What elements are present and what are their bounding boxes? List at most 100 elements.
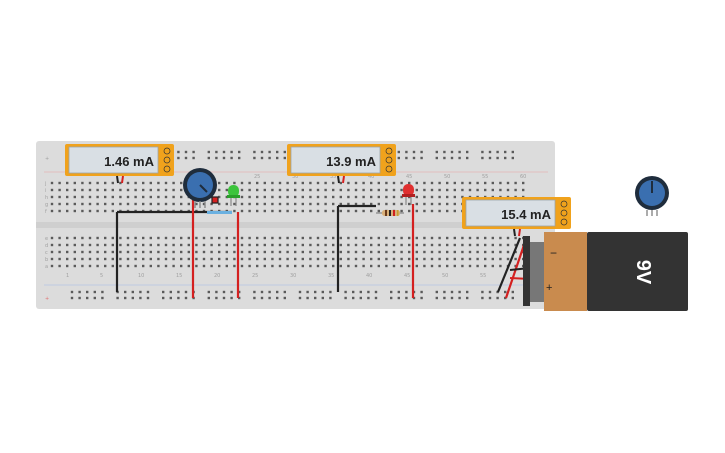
- terminal-hole[interactable]: [499, 188, 502, 192]
- terminal-hole[interactable]: [126, 264, 130, 268]
- rail-hole[interactable]: [496, 290, 499, 294]
- terminal-hole[interactable]: [157, 181, 160, 185]
- terminal-hole[interactable]: [164, 250, 168, 254]
- terminal-hole[interactable]: [271, 195, 274, 199]
- terminal-hole[interactable]: [218, 195, 221, 199]
- terminal-hole[interactable]: [104, 188, 107, 192]
- terminal-hole[interactable]: [157, 250, 160, 254]
- rail-hole[interactable]: [374, 296, 378, 300]
- terminal-hole[interactable]: [446, 243, 449, 247]
- rail-hole[interactable]: [169, 296, 172, 300]
- terminal-hole[interactable]: [370, 250, 373, 254]
- rail-hole[interactable]: [268, 290, 271, 294]
- terminal-hole[interactable]: [263, 257, 266, 261]
- rail-hole[interactable]: [511, 150, 514, 154]
- terminal-hole[interactable]: [180, 188, 183, 192]
- terminal-hole[interactable]: [88, 188, 92, 192]
- terminal-hole[interactable]: [476, 181, 479, 185]
- terminal-hole[interactable]: [354, 257, 358, 261]
- terminal-hole[interactable]: [104, 257, 107, 261]
- rail-hole[interactable]: [260, 156, 264, 160]
- terminal-hole[interactable]: [461, 243, 464, 247]
- selected-hole-marker[interactable]: [211, 196, 219, 204]
- rail-hole[interactable]: [207, 290, 210, 294]
- terminal-hole[interactable]: [294, 236, 297, 240]
- terminal-hole[interactable]: [453, 188, 456, 192]
- terminal-hole[interactable]: [104, 181, 107, 185]
- terminal-hole[interactable]: [392, 264, 396, 268]
- terminal-hole[interactable]: [172, 188, 175, 192]
- terminal-hole[interactable]: [218, 236, 221, 240]
- terminal-hole[interactable]: [499, 250, 502, 254]
- terminal-hole[interactable]: [263, 250, 266, 254]
- terminal-hole[interactable]: [180, 236, 183, 240]
- terminal-hole[interactable]: [286, 264, 289, 268]
- terminal-hole[interactable]: [484, 250, 487, 254]
- rail-hole[interactable]: [511, 296, 514, 300]
- terminal-hole[interactable]: [301, 209, 304, 213]
- terminal-hole[interactable]: [423, 243, 426, 247]
- terminal-hole[interactable]: [423, 236, 426, 240]
- terminal-hole[interactable]: [58, 181, 61, 185]
- rail-hole[interactable]: [78, 290, 81, 294]
- terminal-hole[interactable]: [218, 250, 221, 254]
- terminal-hole[interactable]: [240, 195, 244, 199]
- terminal-hole[interactable]: [126, 202, 130, 206]
- terminal-hole[interactable]: [278, 250, 282, 254]
- terminal-hole[interactable]: [256, 257, 259, 261]
- terminal-hole[interactable]: [119, 250, 122, 254]
- terminal-hole[interactable]: [256, 202, 259, 206]
- terminal-hole[interactable]: [446, 181, 449, 185]
- terminal-hole[interactable]: [423, 195, 426, 199]
- terminal-hole[interactable]: [476, 236, 479, 240]
- terminal-hole[interactable]: [324, 181, 327, 185]
- rail-hole[interactable]: [222, 156, 226, 160]
- terminal-hole[interactable]: [248, 257, 251, 261]
- terminal-hole[interactable]: [172, 257, 175, 261]
- terminal-hole[interactable]: [248, 243, 251, 247]
- rail-hole[interactable]: [177, 156, 180, 160]
- terminal-hole[interactable]: [423, 250, 426, 254]
- terminal-hole[interactable]: [187, 236, 190, 240]
- terminal-hole[interactable]: [415, 209, 418, 213]
- rail-hole[interactable]: [443, 296, 446, 300]
- terminal-hole[interactable]: [446, 250, 449, 254]
- terminal-hole[interactable]: [157, 188, 160, 192]
- rail-hole[interactable]: [352, 290, 355, 294]
- rail-hole[interactable]: [314, 290, 317, 294]
- rail-hole[interactable]: [314, 296, 317, 300]
- rail-hole[interactable]: [435, 290, 438, 294]
- rail-hole[interactable]: [276, 156, 279, 160]
- terminal-hole[interactable]: [309, 250, 312, 254]
- terminal-hole[interactable]: [430, 181, 434, 185]
- meter-2-port-a[interactable]: [385, 147, 393, 155]
- terminal-hole[interactable]: [400, 209, 403, 213]
- rail-hole[interactable]: [435, 156, 438, 160]
- terminal-hole[interactable]: [248, 188, 251, 192]
- terminal-hole[interactable]: [149, 188, 152, 192]
- rail-hole[interactable]: [146, 290, 150, 294]
- rail-hole[interactable]: [481, 290, 484, 294]
- terminal-hole[interactable]: [111, 236, 114, 240]
- terminal-hole[interactable]: [423, 264, 426, 268]
- terminal-hole[interactable]: [354, 250, 358, 254]
- terminal-hole[interactable]: [157, 257, 160, 261]
- rail-hole[interactable]: [321, 296, 324, 300]
- terminal-hole[interactable]: [164, 236, 168, 240]
- rail-hole[interactable]: [184, 296, 188, 300]
- terminal-hole[interactable]: [491, 243, 494, 247]
- terminal-hole[interactable]: [278, 236, 282, 240]
- terminal-hole[interactable]: [294, 181, 297, 185]
- terminal-hole[interactable]: [134, 264, 137, 268]
- terminal-hole[interactable]: [248, 181, 251, 185]
- rail-hole[interactable]: [397, 296, 400, 300]
- terminal-hole[interactable]: [316, 195, 320, 199]
- terminal-hole[interactable]: [218, 202, 221, 206]
- terminal-hole[interactable]: [58, 188, 61, 192]
- terminal-hole[interactable]: [172, 236, 175, 240]
- terminal-hole[interactable]: [202, 257, 206, 261]
- terminal-hole[interactable]: [66, 188, 69, 192]
- terminal-hole[interactable]: [392, 236, 396, 240]
- terminal-hole[interactable]: [370, 181, 373, 185]
- rail-hole[interactable]: [93, 296, 96, 300]
